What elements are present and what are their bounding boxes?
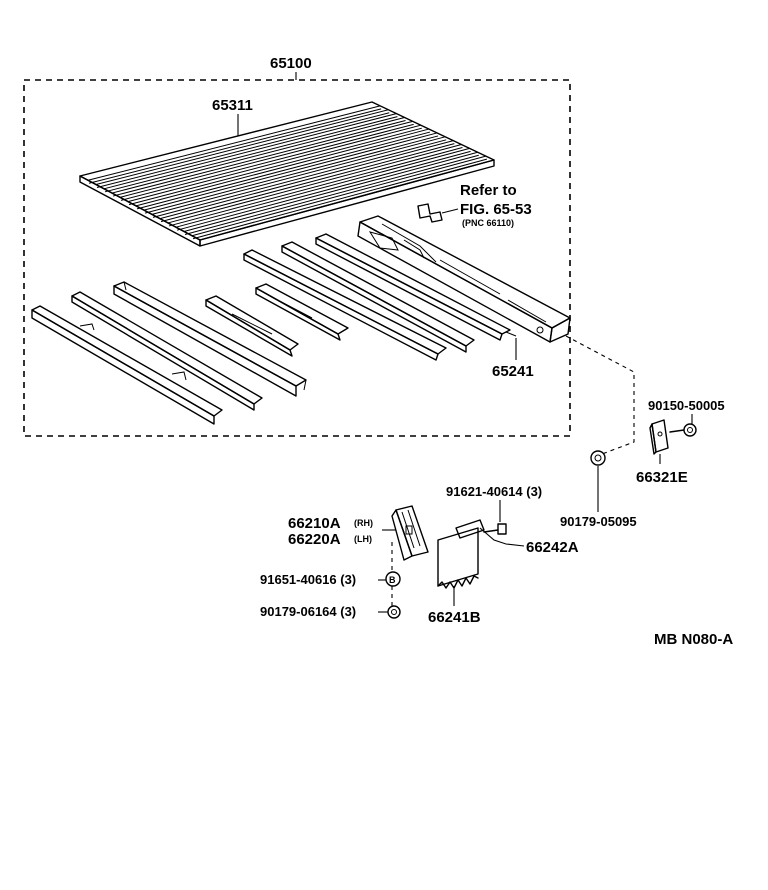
refer-note-line3: (PNC 66110) <box>462 218 514 228</box>
floor-rib-shadow <box>144 135 439 214</box>
floor-rib-shadow <box>168 147 463 227</box>
label-sill: 65241 <box>492 363 534 380</box>
refer-note-line2: FIG. 65-53 <box>460 201 532 218</box>
floor-rib <box>127 124 421 203</box>
floor-rib-shadow <box>176 150 471 231</box>
floor-rib <box>143 132 438 211</box>
floor-rib <box>151 136 446 215</box>
floor-rib <box>103 113 397 190</box>
label-assembly: 65100 <box>270 55 312 72</box>
sill-rail-2 <box>71 291 263 411</box>
floor-rib-shadow <box>152 139 447 218</box>
floor-rib <box>135 128 430 207</box>
floor-rib-shadow <box>112 119 406 197</box>
cross-member-short <box>205 295 299 357</box>
sill-rail-5 <box>281 241 475 353</box>
label-nut-right: 90179-05095 <box>560 514 637 529</box>
bracket <box>649 419 669 455</box>
label-screw-top: 91621-40614 (3) <box>446 484 542 499</box>
floor-rib <box>111 116 405 194</box>
floor-rib <box>167 144 462 224</box>
nut-right <box>590 450 606 466</box>
floor-rib <box>87 105 381 181</box>
label-nut-left: 90179-06164 (3) <box>260 604 356 619</box>
floor-rib-shadow <box>136 131 431 210</box>
floor-rib-shadow <box>96 112 390 189</box>
floor-rib <box>191 155 486 237</box>
bolt-top <box>669 423 697 437</box>
label-bracket: 66321E <box>636 469 688 486</box>
label-hinge-rh-side: (RH) <box>354 518 373 528</box>
leader-refer <box>441 208 459 214</box>
floor-rib <box>159 140 454 220</box>
floor-rib <box>183 151 478 232</box>
sill-rail-3 <box>113 281 307 397</box>
refer-note-line1: Refer to <box>460 182 517 199</box>
leader-rear-plate <box>479 527 525 547</box>
sill-rail-6 <box>315 233 511 341</box>
floor-rib-shadow <box>184 154 479 235</box>
floor-rib <box>119 120 413 198</box>
floor-rib-shadow <box>104 116 398 193</box>
hinge-bracket <box>391 505 429 561</box>
refer-clip <box>417 203 443 223</box>
label-floor-panel: 65311 <box>212 97 253 114</box>
floor-rib-shadow <box>192 158 487 240</box>
floor-rib-shadow <box>88 108 382 184</box>
drawing-code: MB N080-A <box>654 631 733 648</box>
label-hinge-rh: 66210A <box>288 515 341 532</box>
label-rear-plate: 66242A <box>526 539 579 556</box>
sill-rail-4 <box>243 249 447 361</box>
svg-text:B: B <box>389 575 396 585</box>
nut-left <box>387 605 401 619</box>
floor-rib-shadow <box>120 123 414 201</box>
label-mudflap: 66241B <box>428 609 481 626</box>
bolt-left: B <box>385 571 401 587</box>
label-hinge-lh: 66220A <box>288 531 341 548</box>
side-sill <box>357 215 571 343</box>
sill-rail-1 <box>31 305 223 425</box>
floor-rib-shadow <box>128 127 422 206</box>
floor-rib-shadow <box>160 143 455 223</box>
screw-top <box>483 523 507 535</box>
mudflap <box>437 519 485 589</box>
cross-member-mid <box>255 283 349 341</box>
label-bolt-left: 91651-40616 (3) <box>260 572 356 587</box>
label-bolt-top: 90150-50005 <box>648 398 725 413</box>
floor-rib <box>95 109 389 186</box>
label-hinge-lh-side: (LH) <box>354 534 372 544</box>
floor-rib <box>175 147 470 228</box>
dash-link-sill-bracket <box>565 335 635 455</box>
floor-panel <box>79 101 495 247</box>
